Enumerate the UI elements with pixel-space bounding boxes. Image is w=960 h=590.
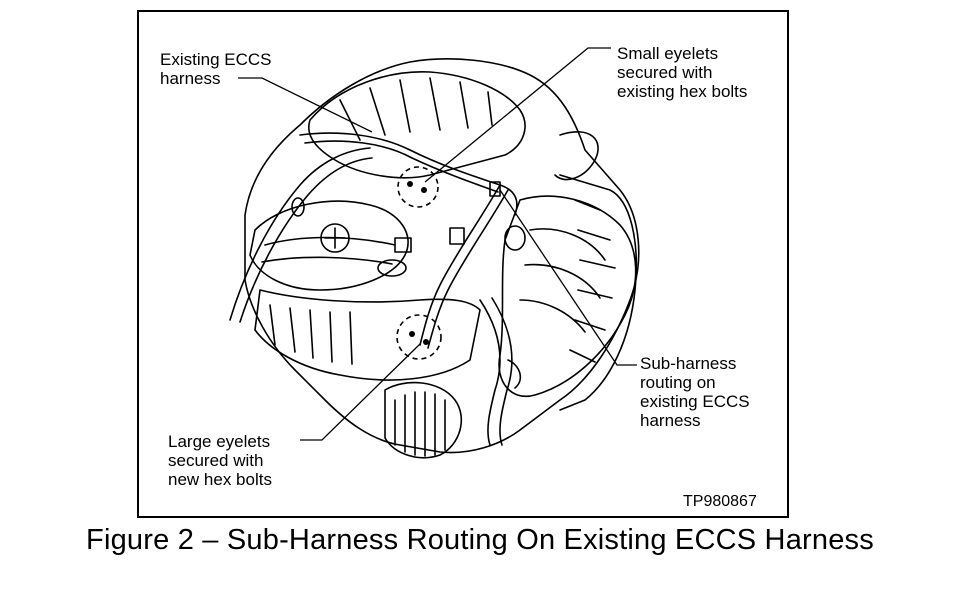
leader-large-eyelets xyxy=(300,343,421,441)
callout-sub-harness-routing: Sub-harness routing on existing ECCS har… xyxy=(640,354,750,430)
small-eyelets-highlight xyxy=(397,166,439,208)
leader-small-eyelets xyxy=(424,47,611,183)
sub-harness-wire xyxy=(419,184,501,346)
oil-cap xyxy=(320,223,350,253)
connector-a xyxy=(489,181,501,197)
timing-cover xyxy=(498,195,637,398)
alternator xyxy=(384,381,463,459)
eccs-harness xyxy=(299,132,518,216)
sensor-b xyxy=(504,225,526,251)
sensor-a xyxy=(377,259,407,277)
lower-block xyxy=(254,289,481,381)
connector-b xyxy=(449,227,465,245)
callout-large-eyelets: Large eyelets secured with new hex bolts xyxy=(168,432,272,489)
intake-manifold xyxy=(308,71,526,179)
callout-existing-eccs-harness: Existing ECCS harness xyxy=(160,50,272,88)
pipe-left xyxy=(229,147,371,321)
figure-code: TP980867 xyxy=(683,493,757,510)
engine-block-outline xyxy=(244,58,640,454)
large-eyelets-highlight xyxy=(396,314,442,360)
leader-sub-harness xyxy=(499,189,637,366)
valve-cover-left xyxy=(249,200,409,291)
figure-caption: Figure 2 – Sub-Harness Routing On Existi… xyxy=(86,524,874,556)
callout-small-eyelets: Small eyelets secured with existing hex … xyxy=(617,44,748,101)
connector-c xyxy=(394,237,412,253)
fan-shroud xyxy=(559,174,638,411)
leader-existing-eccs xyxy=(238,77,373,133)
hose-right xyxy=(554,131,599,181)
